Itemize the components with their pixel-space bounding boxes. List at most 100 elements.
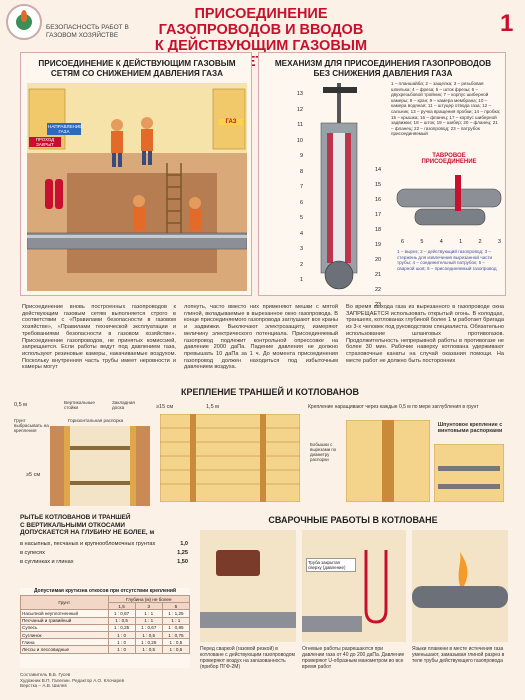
- dim-label: ≥15 см: [156, 404, 174, 410]
- callout-number: 23: [375, 302, 382, 308]
- slope-cell: 1 : 1: [134, 616, 163, 625]
- credits-line: Верстка – А.В. Шилев: [20, 683, 67, 689]
- column-header: 5: [161, 602, 191, 611]
- soil-cell: Насыпной неуплотненный: [20, 609, 109, 618]
- title-line: СЕТЯМ СО СНИЖЕНИЕМ ДАВЛЕНИЯ ГАЗА: [50, 68, 224, 78]
- depth-row-label: в суглинках и глинах: [20, 558, 74, 565]
- slopes-table-caption: Допустимая крутизна откосов при отсутств…: [33, 588, 177, 594]
- welding-caption-2: Огневые работы разрешаются при давлении …: [302, 646, 405, 670]
- slope-cell: 1 : 0: [107, 630, 136, 640]
- logo: [6, 4, 42, 40]
- depth-row-label: в насыпных, песчаных и крупнообломочных …: [20, 540, 156, 547]
- callout-number: 13: [296, 91, 303, 97]
- gas-pipe: [412, 586, 508, 608]
- callout-number: 11: [297, 122, 303, 128]
- callout-number: 1: [299, 277, 303, 283]
- slope-cell: 1 : 0: [107, 645, 136, 654]
- panel-mechanism-title: МЕХАНИЗМ ДЛЯ ПРИСОЕДИНЕНИЯ ГАЗОПРОВОДОВ …: [259, 59, 507, 78]
- low-pressure-illustration: [27, 83, 247, 291]
- credits-line: Художник В.П. Галелин. Редактор А.О. Кло…: [20, 677, 125, 683]
- callout-number: 22: [375, 287, 382, 293]
- boards-note: Бобышки с вырезами по диаметру распорки: [310, 442, 337, 462]
- panel-low-pressure-title: ПРИСОЕДИНЕНИЕ К ДЕЙСТВУЮЩИМ ГАЗОВЫМ СЕТЯ…: [21, 59, 253, 78]
- slope-cell: 1 : 1: [134, 609, 163, 618]
- gas-cylinder: [55, 179, 63, 209]
- gas-cylinder: [45, 179, 53, 209]
- header: БЕЗОПАСНОСТЬ РАБОТ В ГАЗОВОМ ХОЗЯЙСТВЕ П…: [0, 0, 525, 70]
- tee-numbers: 6 5 4 1 2 3: [401, 239, 501, 245]
- worker-figure: [141, 117, 153, 165]
- trenches-title: КРЕПЛЕНИЕ ТРАНШЕЙ И КОТЛОВАНОВ: [180, 387, 360, 397]
- depth-table-title: РЫТЬЕ КОТЛОВАНОВ И ТРАНШЕЙ С ВЕРТИКАЛЬНЫ…: [20, 514, 188, 537]
- passage-closed-sign: ПРОХОД ЗАКРЫТ: [29, 137, 61, 147]
- callout-number: 7: [299, 184, 303, 190]
- title-line: БЕЗ СНИЖЕНИЯ ДАВЛЕНИЯ ГАЗА: [313, 68, 453, 78]
- panel-mechanism: МЕХАНИЗМ ДЛЯ ПРИСОЕДИНЕНИЯ ГАЗОПРОВОДОВ …: [258, 52, 507, 308]
- tee-legend: 1 – вырез; 2 – действующий газопровод; 3…: [397, 249, 497, 271]
- title-line: МЕХАНИЗМ ДЛЯ ПРИСОЕДИНЕНИЯ ГАЗОПРОВОДОВ: [274, 59, 492, 68]
- slope-cell: 1 : 0,25: [107, 623, 136, 632]
- series-title: БЕЗОПАСНОСТЬ РАБОТ В ГАЗОВОМ ХОЗЯЙСТВЕ: [46, 24, 129, 39]
- worker-figure: [111, 119, 123, 167]
- slope-cell: 1 : 0,75: [161, 630, 191, 640]
- worker-figure: [133, 195, 145, 231]
- panel-trenches: КРЕПЛЕНИЕ ТРАНШЕЙ И КОТЛОВАНОВ 0,5 м Гру…: [10, 384, 510, 508]
- depth-row-label: в супесях: [20, 549, 45, 556]
- mechanism-numbers-right: 14 15 16 17 18 19 20 21 22 23: [375, 163, 387, 313]
- callout-number: 12: [296, 106, 303, 113]
- title-line: РЫТЬЕ КОТЛОВАНОВ И ТРАНШЕЙ: [20, 514, 131, 521]
- depth-row-value: 1,0: [180, 540, 188, 547]
- logo-globe-icon: [16, 14, 32, 30]
- text-column-1: Присоединение вновь построенных газопров…: [22, 304, 176, 371]
- tee-connection-title: ТАВРОВОЕ ПРИСОЕДИНЕНИЕ: [409, 153, 489, 165]
- slope-cell: 1 : 0,85: [161, 623, 191, 632]
- depth-rows: в насыпных, песчаных и крупнообломочных …: [20, 540, 188, 567]
- flame-illustration: [412, 530, 508, 642]
- slope-cell: 1 : 0,67: [107, 609, 136, 618]
- callout-number: 4: [439, 239, 443, 245]
- callout-number: 18: [375, 227, 382, 233]
- panel-welding: СВАРОЧНЫЕ РАБОТЫ В КОТЛОВАНЕ Труба закры…: [196, 514, 510, 692]
- credits-line: Составитель В.Б. Гусев: [20, 672, 71, 677]
- column-header: 3: [134, 602, 163, 611]
- flame-icon: [458, 552, 468, 586]
- slope-cell: 1 : 0,25: [134, 638, 163, 647]
- callout-number: 20: [375, 257, 382, 263]
- u-manometer-icon: [364, 550, 388, 624]
- ladder-icon: [166, 163, 182, 233]
- sheet-piling-diagram: [434, 444, 504, 502]
- callout-number: 4: [299, 230, 303, 237]
- title-line: ПРИСОЕДИНЕНИЕ: [421, 159, 477, 165]
- slope-cell: 1 : 0,5: [161, 638, 191, 647]
- gas-detector-illustration: [200, 530, 296, 642]
- callout-number: 10: [296, 137, 303, 144]
- callout-number: 14: [375, 167, 382, 173]
- trench-section-diagram: [50, 426, 150, 506]
- callout-number: 9: [299, 153, 303, 159]
- column-header: Грунт: [20, 594, 109, 611]
- slope-cell: 1 : 1: [161, 616, 191, 625]
- title-line: ДОПУСКАЕТСЯ НА ГЛУБИНУ НЕ БОЛЕЕ, м: [20, 529, 155, 537]
- depth-row-value: 1,50: [177, 558, 188, 565]
- slope-cell: 1 : 0,5: [161, 645, 191, 654]
- gas-pipe: [200, 612, 296, 628]
- title-line: С ВЕРТИКАЛЬНЫМИ ОТКОСАМИ: [20, 521, 125, 529]
- slope-cell: 1 : 0,5: [134, 630, 163, 640]
- panel-low-pressure: ПРИСОЕДИНЕНИЕ К ДЕЙСТВУЮЩИМ ГАЗОВЫМ СЕТЯ…: [20, 52, 252, 296]
- callout-number: 6: [299, 199, 303, 206]
- title-line-1: ПРИСОЕДИНЕНИЕ ГАЗОПРОВОДОВ И ВВОДОВ: [158, 6, 364, 38]
- gas-pipe: [302, 616, 362, 632]
- gas-sign: ГАЗ: [219, 119, 243, 125]
- detector-device: [216, 550, 260, 576]
- slope-cell: 1 : 1,25: [161, 609, 191, 618]
- callout-number: 19: [375, 242, 382, 248]
- soil-cell: Суглинок: [20, 630, 109, 640]
- title-line: ТАВРОВОЕ: [432, 153, 466, 159]
- dim-label: ≥5 см: [26, 472, 41, 478]
